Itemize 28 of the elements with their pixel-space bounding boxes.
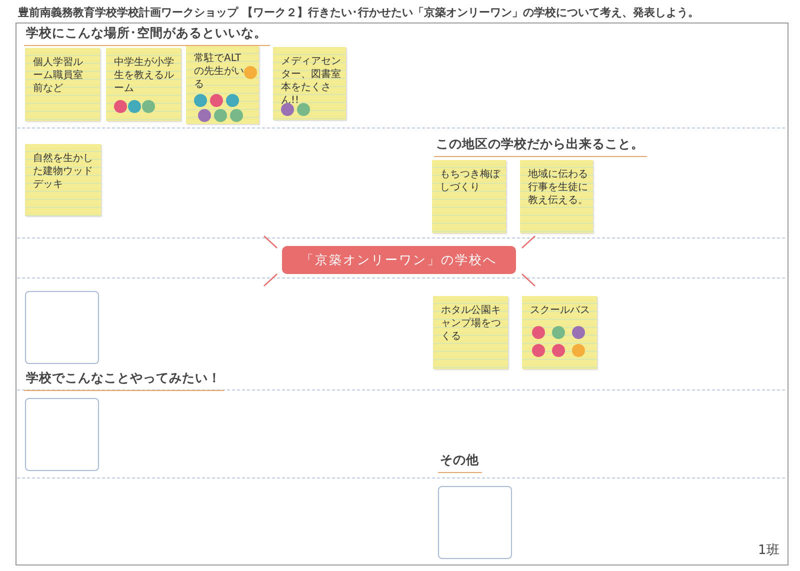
sticky-note	[433, 296, 508, 369]
handwritten-note: 中学生が小学生を教えるルーム	[114, 56, 174, 95]
handwritten-note: ホタル公園キャンプ場をつくる	[441, 304, 501, 343]
sticky-note	[186, 46, 259, 124]
sticky-note	[25, 144, 101, 216]
handwritten-note: スクールバス	[530, 304, 590, 317]
sticky-note	[25, 48, 100, 121]
handwritten-note: 地域に伝わる行事を生徒に教え伝える。	[528, 168, 588, 207]
page-title: 豊前南義務教育学校学校計画ワークショップ 【ワーク２】行きたい･行かせたい「京築オンリーワン」の学校について考え、発表しよう。	[18, 5, 699, 20]
empty-note-box	[438, 486, 512, 559]
group-label: 1班	[758, 542, 780, 559]
central-banner	[282, 246, 516, 274]
sticky-note	[432, 160, 506, 233]
sticky-note	[106, 48, 181, 121]
handwritten-note: 自然を生かした建物ウッドデッキ	[33, 152, 93, 191]
handwritten-note: 常駐でALTの先生がいる	[194, 52, 244, 91]
section-heading: 学校にこんな場所･空間があるといいな。	[24, 25, 270, 46]
section-heading: 学校でこんなことやってみたい！	[24, 370, 224, 391]
empty-note-box	[25, 398, 99, 471]
sticky-note	[522, 296, 597, 369]
banner-text: 「京築オンリーワン」の学校へ	[301, 252, 497, 268]
handwritten-note: もちつき梅ぼしづくり	[440, 168, 500, 194]
sticky-note	[520, 160, 593, 233]
section-heading: その他	[438, 452, 482, 473]
section-heading: この地区の学校だから出来ること。	[434, 136, 647, 157]
empty-note-box	[25, 291, 99, 364]
sticky-note	[273, 47, 346, 120]
handwritten-note: 個人学習ルーム職員室前など	[33, 56, 84, 95]
